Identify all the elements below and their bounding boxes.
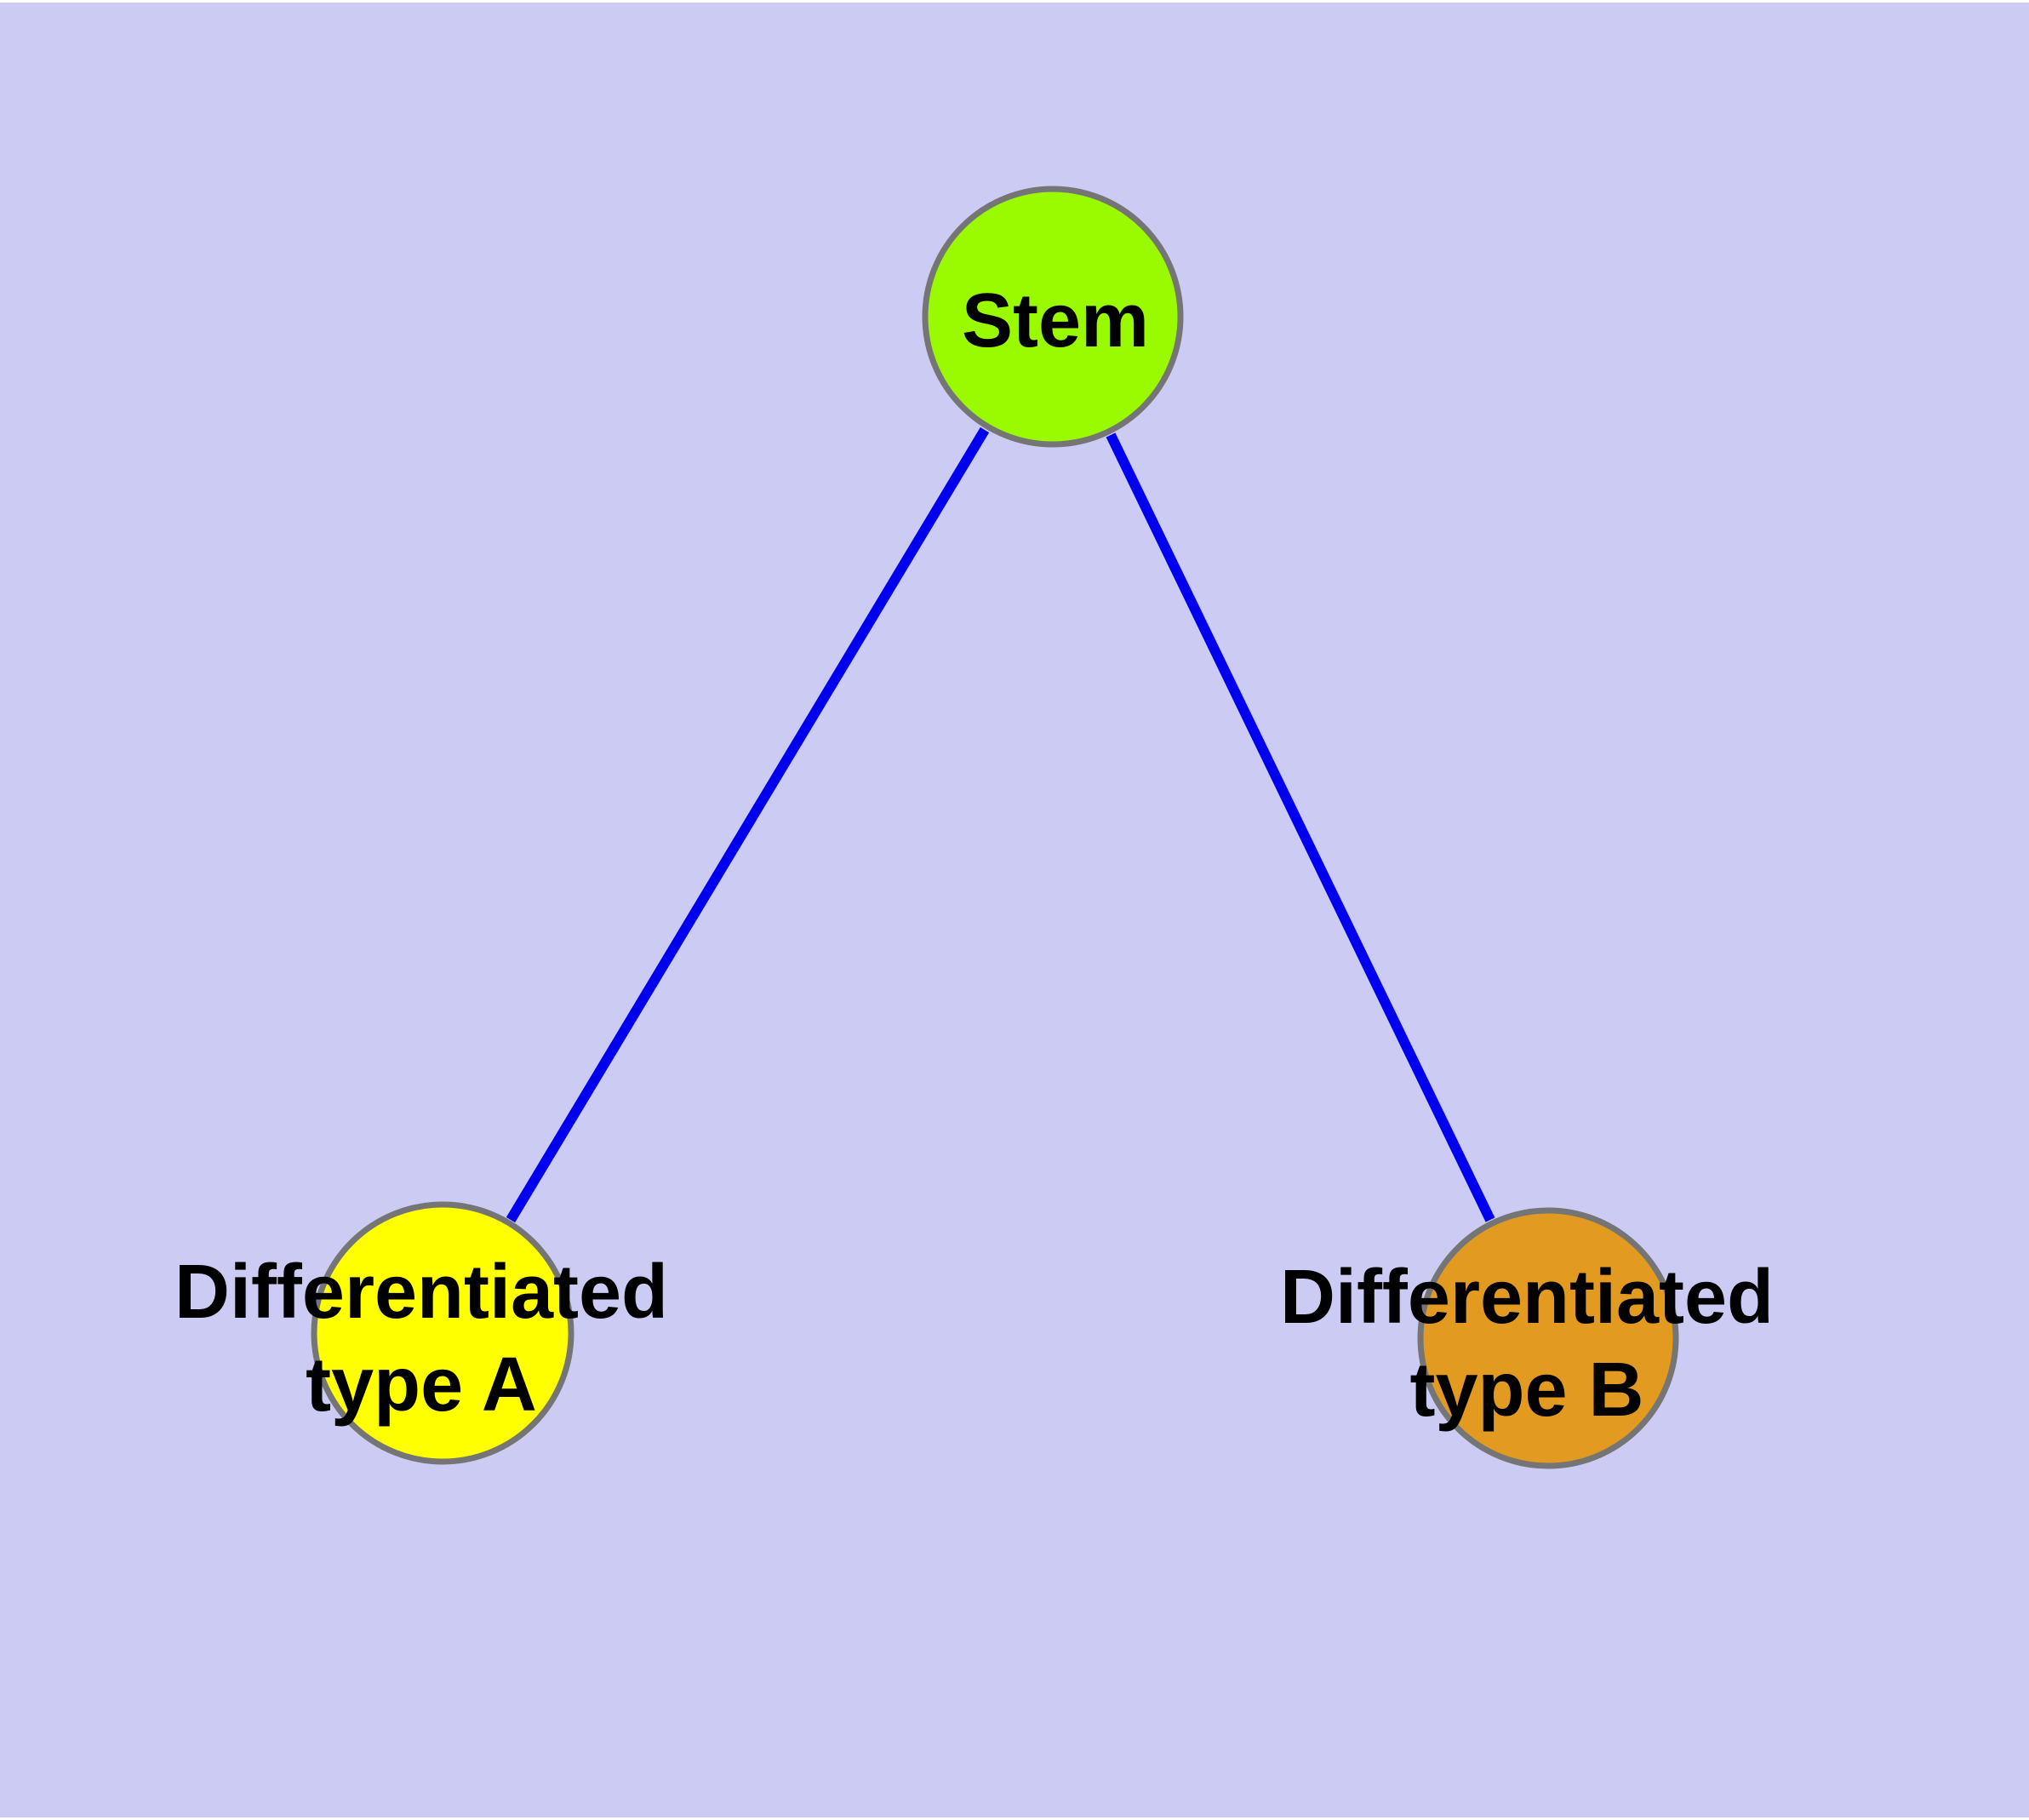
node-differentiated-type-a [311, 1201, 574, 1465]
node-differentiated-type-b [1417, 1207, 1679, 1469]
node-type-b-label-line1: Differentiated [1280, 1255, 1774, 1340]
node-type-a-label-line2: type A [306, 1342, 537, 1428]
edge-stem-to-type-b [1106, 432, 1495, 1222]
node-stem-label: Stem [962, 278, 1149, 363]
node-type-b-label-line2: type B [1409, 1348, 1643, 1433]
node-type-b-label: Differentiated type B [1280, 1255, 1774, 1433]
edge-stem-to-type-a [506, 426, 990, 1223]
node-stem [922, 186, 1184, 448]
node-type-a-label: Differentiated type A [174, 1250, 668, 1428]
node-type-a-label-line1: Differentiated [174, 1250, 668, 1335]
